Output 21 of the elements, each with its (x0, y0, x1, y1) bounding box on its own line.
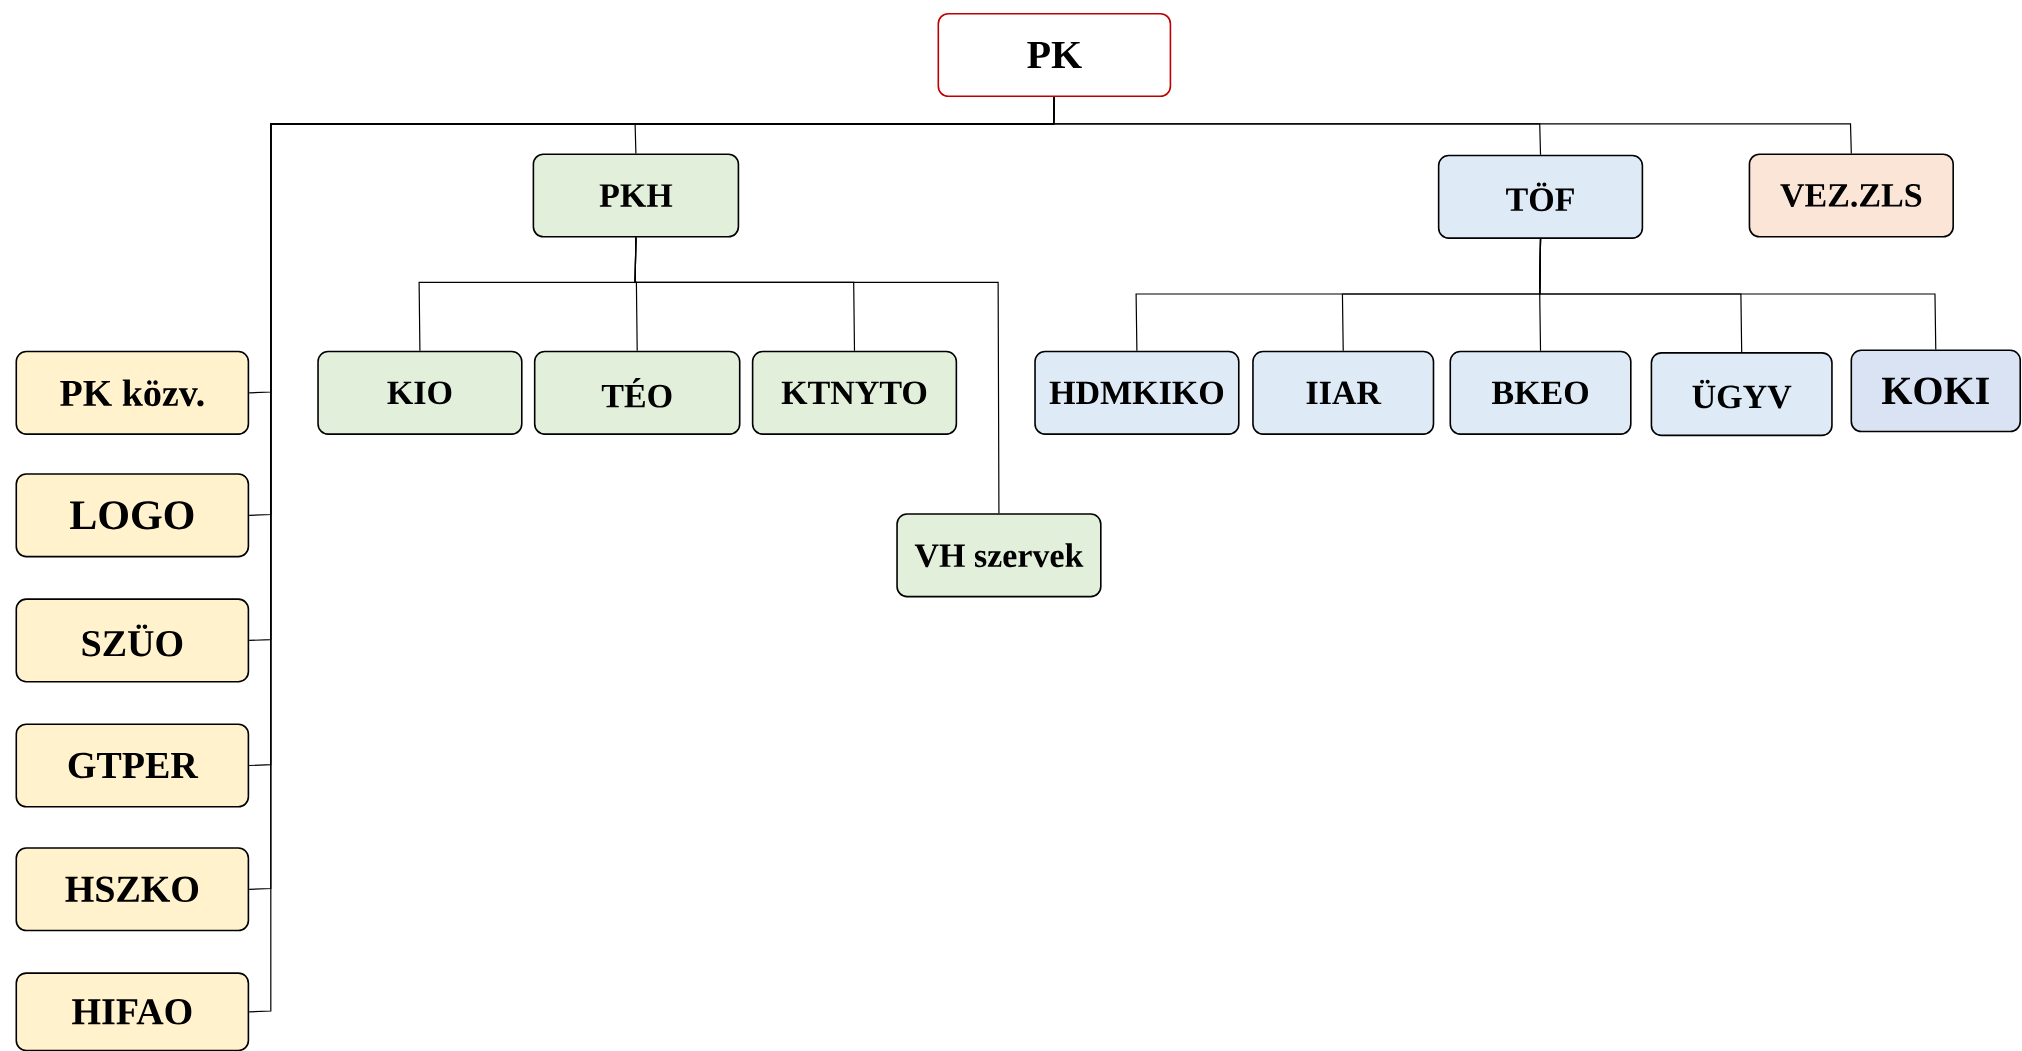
org-box: HIFAO (15, 972, 250, 1051)
org-box: BKEO (1449, 350, 1632, 435)
org-box: VH szervek (896, 513, 1102, 598)
org-box: SZÜO (15, 598, 250, 683)
org-box: LOGO (15, 473, 250, 558)
org-box: HSZKO (15, 847, 250, 932)
org-box: VEZ.ZLS (1748, 153, 1954, 238)
org-box: TÖF (1437, 154, 1644, 239)
org-box: PK közv. (15, 350, 250, 435)
org-box: GTPER (15, 723, 250, 808)
org-box: ÜGYV (1650, 352, 1833, 437)
org-box: PKH (532, 153, 740, 238)
org-box: KTNYTO (751, 350, 958, 435)
org-box: PK (937, 12, 1172, 98)
org-box: KIO (317, 350, 523, 435)
org-box: KOKI (1850, 349, 2022, 433)
connector-line (634, 237, 1000, 514)
connector-line (1539, 238, 1937, 351)
org-box: HDMKIKO (1034, 350, 1240, 435)
org-box: IIAR (1252, 350, 1435, 435)
org-box: TÉO (533, 350, 741, 435)
